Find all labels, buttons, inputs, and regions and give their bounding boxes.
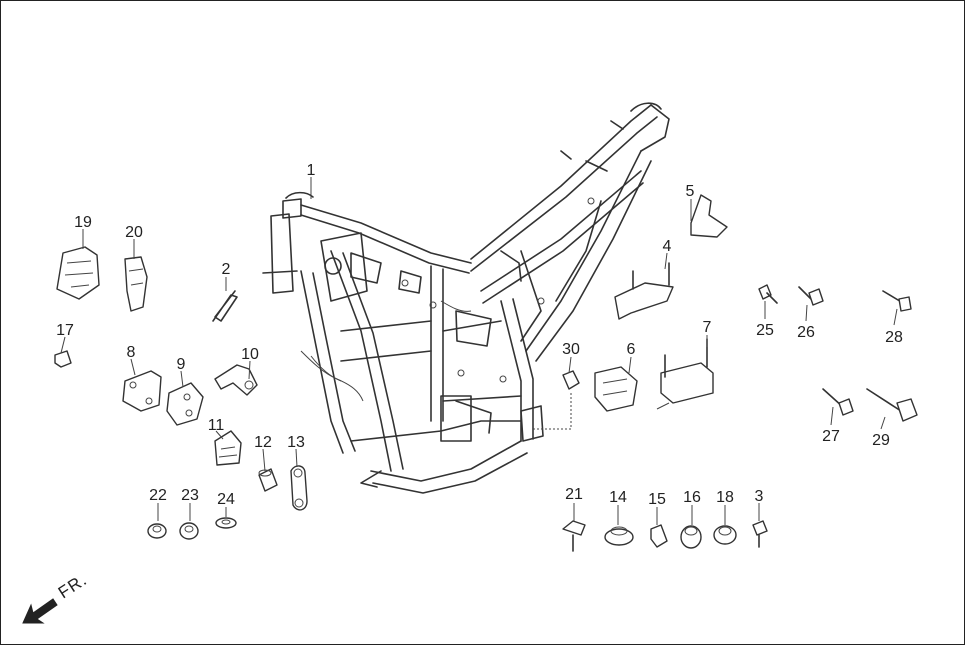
callout-20: 20 [125, 224, 143, 241]
callout-19: 19 [74, 214, 92, 231]
part-bolt-short-a [758, 284, 778, 304]
part-clip-nut [650, 524, 668, 548]
part-collar [258, 468, 278, 492]
part-bolt-short-b [798, 286, 824, 306]
callout-8: 8 [127, 344, 136, 361]
callout-11: 11 [208, 417, 225, 434]
callout-26: 26 [797, 324, 815, 341]
part-nut [179, 522, 199, 540]
callout-7: 7 [703, 319, 712, 336]
callout-22: 22 [149, 487, 167, 504]
callout-4: 4 [663, 238, 672, 255]
part-washer [215, 517, 237, 529]
part-grommet-c [713, 525, 737, 545]
part-flange-nut [147, 523, 167, 539]
callout-2: 2 [222, 261, 231, 278]
callout-27: 27 [822, 428, 840, 445]
part-small-bolt [752, 520, 768, 548]
part-guard-right [124, 256, 148, 312]
callout-1: 1 [307, 162, 316, 179]
callout-23: 23 [181, 487, 199, 504]
callout-9: 9 [177, 356, 186, 373]
front-direction-marker: FR. [22, 570, 91, 624]
front-label: FR. [55, 570, 91, 602]
part-bracket-stud [614, 262, 674, 320]
callout-14: 14 [609, 489, 627, 506]
part-link-bracket [214, 364, 258, 396]
callout-3: 3 [755, 488, 764, 505]
part-guard-left [56, 246, 100, 300]
part-plate-a [122, 370, 162, 412]
part-grommet-b [680, 525, 702, 549]
part-link-arm [290, 465, 308, 511]
part-bolt-long-c [866, 388, 918, 422]
callout-12: 12 [254, 434, 272, 451]
part-battery-holder [656, 338, 714, 410]
part-bolt-long-a [822, 388, 854, 416]
part-small-bracket [214, 430, 242, 466]
callout-30: 30 [562, 341, 580, 358]
callout-5: 5 [686, 183, 695, 200]
callout-18: 18 [716, 489, 734, 506]
frame-drawing [262, 102, 670, 494]
callout-15: 15 [648, 491, 666, 508]
front-arrow-icon [22, 598, 58, 624]
callout-13: 13 [287, 434, 305, 451]
part-bolt-long-b [882, 290, 912, 312]
part-spring-clip [212, 290, 238, 322]
callout-labels: 1 2 3 4 5 6 7 8 9 10 11 12 13 14 15 16 1… [56, 162, 903, 508]
callout-24: 24 [217, 491, 235, 508]
callout-21: 21 [565, 486, 583, 503]
callout-29: 29 [872, 432, 890, 449]
callout-25: 25 [756, 322, 774, 339]
callout-16: 16 [683, 489, 701, 506]
part-grommet-a [604, 526, 634, 546]
part-plate-b [166, 382, 204, 426]
part-bracket-plate [594, 366, 638, 412]
leader-lines [60, 177, 898, 525]
part-rubber-mount [533, 370, 580, 430]
part-bracket-hook [690, 194, 728, 238]
callout-17: 17 [56, 322, 74, 339]
part-cap-nut [54, 350, 72, 368]
callout-28: 28 [885, 329, 903, 346]
callout-10: 10 [241, 346, 259, 363]
callout-6: 6 [627, 341, 636, 358]
part-rivet [562, 520, 586, 552]
